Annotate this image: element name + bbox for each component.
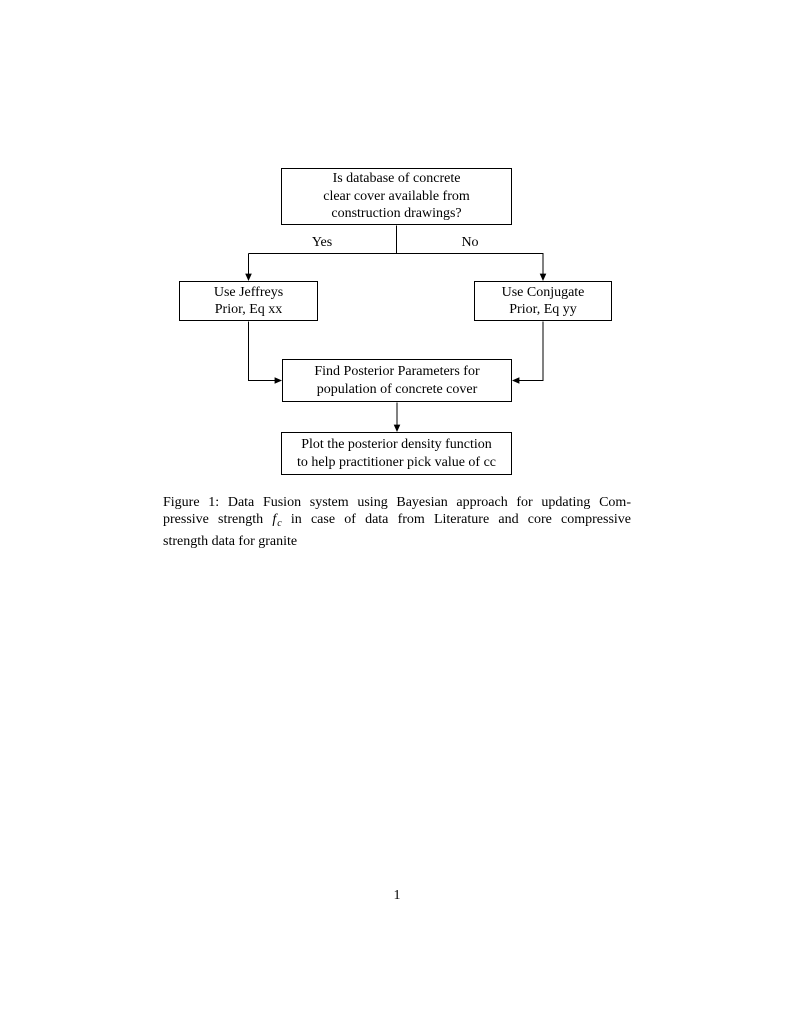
flowchart-node-plot-density: Plot the posterior density function to h… xyxy=(281,432,512,475)
node-text-line: Prior, Eq xx xyxy=(214,302,283,317)
page-number: 1 xyxy=(393,888,401,903)
arrowhead-down-yes-icon xyxy=(245,273,252,281)
arrowhead-right-icon xyxy=(274,377,282,384)
connector-jeffreys-to-posterior xyxy=(248,321,279,381)
caption-text-before-math: pressive strength xyxy=(163,512,264,528)
flowchart-node-conjugate-prior: Use Conjugate Prior, Eq yy xyxy=(474,281,612,321)
node-text-line: Use Jeffreys xyxy=(213,284,284,300)
edge-label-yes: Yes xyxy=(311,235,333,250)
node-text-line: Is database of concrete xyxy=(332,171,461,187)
connector-conjugate-to-posterior xyxy=(515,321,544,381)
caption-text-after-math: in case of data from Literature and core… xyxy=(290,512,631,528)
math-fc-symbol: f xyxy=(272,512,277,528)
node-text-line: Use Conjugate xyxy=(501,284,585,300)
flowchart-node-decision: Is database of concrete clear cover avai… xyxy=(281,168,512,225)
arrowhead-left-icon xyxy=(512,377,520,384)
arrowhead-down-mid-icon xyxy=(393,424,401,432)
flowchart-node-jeffreys-prior: Use Jeffreys Prior, Eq xx xyxy=(179,281,318,321)
flowchart-node-posterior-parameters: Find Posterior Parameters for population… xyxy=(282,359,512,402)
arrowhead-down-no-icon xyxy=(539,273,547,281)
node-text-line: to help practitioner pick value of cc xyxy=(296,454,497,470)
math-fc-subscript: c xyxy=(277,518,282,530)
edge-label-no: No xyxy=(461,235,479,250)
node-text-line: Plot the posterior density function xyxy=(301,437,492,453)
figure-caption: Figure 1: Data Fusion system using Bayes… xyxy=(163,494,631,550)
caption-line-2: pressive strength fc in case of data fro… xyxy=(163,511,631,532)
node-text-line: population of concrete cover xyxy=(316,381,478,397)
node-text-line: Find Posterior Parameters for xyxy=(314,364,480,380)
caption-line-1: Figure 1: Data Fusion system using Bayes… xyxy=(163,495,631,510)
caption-line-3: strength data for granite xyxy=(163,533,298,549)
node-text-line: construction drawings? xyxy=(331,206,462,222)
node-text-line: Prior, Eq yy xyxy=(509,302,577,317)
node-text-line: clear cover available from xyxy=(323,188,470,204)
